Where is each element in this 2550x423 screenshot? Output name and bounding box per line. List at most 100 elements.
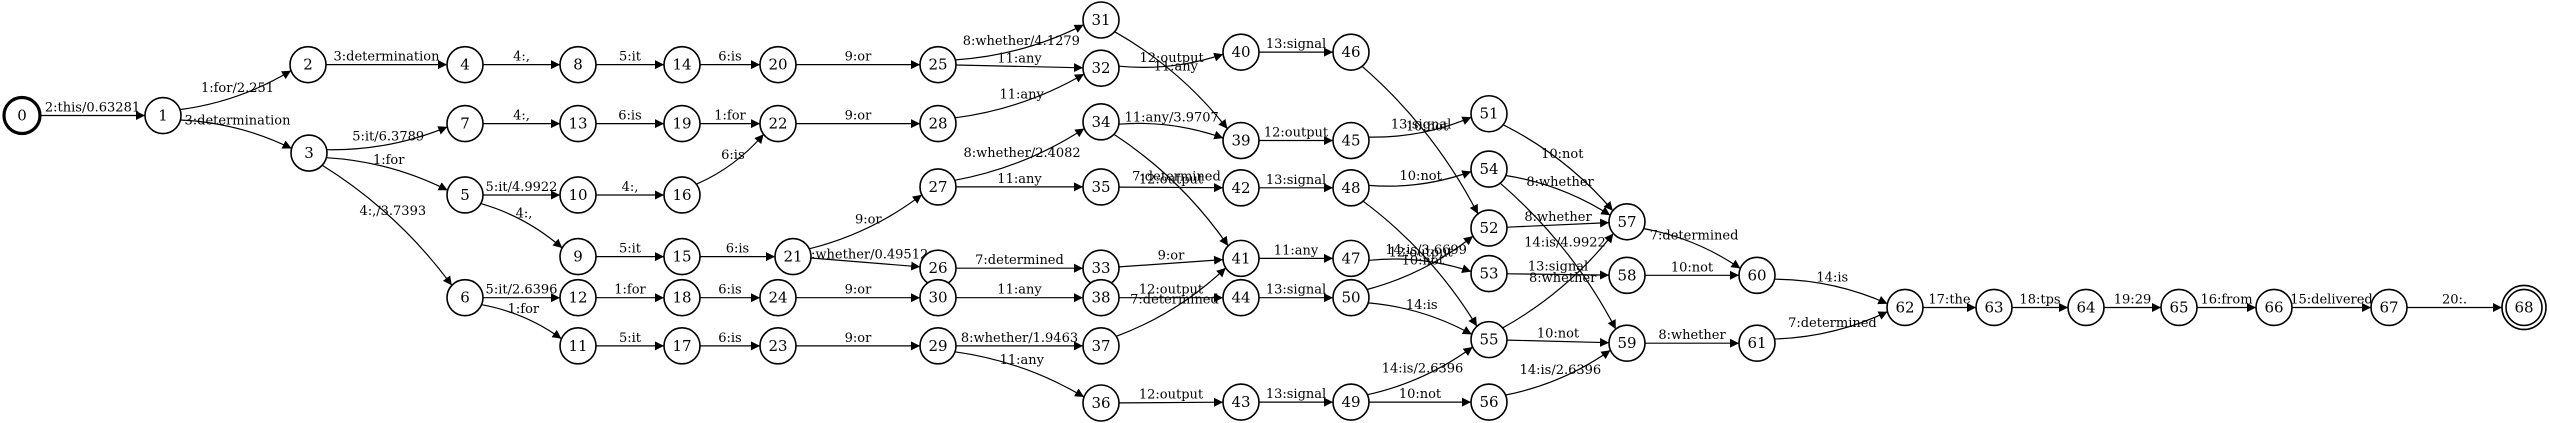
transition-label: 5:it — [619, 50, 642, 65]
transition-label: 12:output — [1139, 172, 1204, 187]
transition-label: 6:is — [618, 109, 641, 124]
transition-arrow — [696, 133, 765, 185]
transition-5-9: 4:, — [480, 203, 563, 249]
state-12: 12 — [559, 278, 597, 317]
transition-label: 4:, — [513, 50, 530, 65]
transition-label: 7:determined — [975, 253, 1064, 268]
transition-label: 13:signal — [1528, 259, 1588, 274]
state-10: 10 — [559, 176, 597, 214]
transition-label: 12:output — [1139, 283, 1204, 298]
transition-63-64: 18:tps — [2011, 293, 2068, 312]
transition-61-62: 7:determined — [1774, 311, 1888, 340]
transition-label: 6:is — [718, 331, 741, 346]
state-label: 28 — [928, 115, 947, 133]
state-circle — [1470, 94, 1508, 133]
transition-50-55: 14:is — [1368, 298, 1473, 335]
transition-label: 8:whether/0.49512 — [803, 247, 929, 262]
transition-label: 8:whether/2.4082 — [963, 146, 1080, 161]
state-30: 30 — [919, 278, 957, 317]
transition-48-54: 10:not — [1368, 169, 1472, 187]
transition-label: 8:whether — [1524, 210, 1592, 225]
state-circle — [1332, 383, 1370, 421]
transition-54-57: 8:whether — [1505, 175, 1611, 216]
transition-label: 8:whether — [1529, 271, 1597, 286]
transition-arrow — [809, 194, 923, 250]
transition-arrow — [1118, 122, 1224, 140]
transition-arrow — [1367, 346, 1473, 396]
state-60: 60 — [1738, 256, 1776, 295]
transition-label: 1:for/2.251 — [201, 81, 274, 96]
state-45: 45 — [1332, 121, 1370, 160]
state-label: 4 — [460, 56, 470, 74]
state-circle — [1222, 33, 1260, 71]
transition-arrow — [1774, 311, 1888, 340]
transition-27-34: 8:whether/2.4082 — [954, 127, 1085, 181]
transition-arrow — [954, 351, 1085, 398]
transition-label: 1:for — [508, 302, 540, 317]
state-circle — [559, 278, 597, 317]
state-67: 67 — [2370, 288, 2408, 327]
state-label: 63 — [1984, 298, 2003, 316]
state-circle — [2, 95, 42, 136]
transition-label: 14:is/2.6396 — [1382, 361, 1464, 376]
state-4: 4 — [446, 45, 484, 84]
state-label: 68 — [2514, 298, 2533, 316]
state-circle — [663, 278, 701, 317]
state-circle — [2160, 288, 2198, 327]
transition-label: 12:output — [1139, 51, 1204, 66]
transition-65-66: 16:from — [2196, 293, 2256, 312]
transition-59-61: 8:whether — [1645, 328, 1739, 348]
state-label: 2 — [303, 56, 313, 74]
transition-label: 9:or — [845, 331, 872, 346]
state-36: 36 — [1082, 384, 1120, 422]
state-circle — [1470, 209, 1508, 247]
transition-label: 13:signal — [1391, 118, 1451, 133]
state-circle — [559, 327, 597, 365]
state-label: 31 — [1091, 11, 1110, 29]
transition-arrow — [1362, 200, 1478, 327]
transition-arrow — [1774, 278, 1888, 305]
transition-3-7: 5:it/6.3789 — [326, 126, 448, 151]
transition-label: 10:not — [1671, 260, 1714, 275]
state-label: 49 — [1341, 393, 1360, 411]
state-circle — [1082, 49, 1120, 88]
state-59: 59 — [1608, 324, 1646, 362]
state-circle — [1082, 168, 1120, 206]
transition-43-49: 13:signal — [1258, 387, 1333, 407]
transition-37-41: 7:determined — [1116, 267, 1227, 337]
state-42: 42 — [1222, 169, 1260, 207]
transition-13-19: 6:is — [596, 109, 664, 129]
transition-57-60: 7:determined — [1643, 228, 1741, 269]
transition-17-23: 6:is — [700, 331, 760, 351]
state-41: 41 — [1222, 239, 1260, 278]
transition-3-5: 1:for — [326, 153, 448, 191]
transition-label: 11:any — [1000, 87, 1045, 102]
state-27: 27 — [919, 168, 957, 206]
transition-21-26: 8:whether/0.49512 — [803, 247, 929, 271]
transition-label: 4:, — [516, 206, 533, 221]
state-label: 13 — [568, 115, 587, 133]
transition-label: 18:tps — [2019, 293, 2060, 308]
transition-label: 8:whether/1.9463 — [961, 331, 1078, 346]
transition-2-4: 3:determination — [326, 50, 447, 70]
state-label: 17 — [672, 337, 691, 355]
transition-arrow — [1368, 170, 1472, 187]
state-6: 6 — [446, 278, 484, 317]
state-label: 6 — [460, 289, 470, 307]
transition-label: 16:from — [2200, 293, 2252, 308]
state-label: 59 — [1617, 334, 1636, 352]
edge-layer: 2:this/0.632811:for/2.2513:determination… — [40, 24, 2502, 407]
state-label: 37 — [1091, 337, 1110, 355]
state-68: 68 — [2501, 284, 2547, 331]
transition-label: 7:determined — [1130, 293, 1219, 308]
state-62: 62 — [1886, 288, 1924, 327]
transition-label: 15:delivered — [2290, 293, 2373, 308]
transition-25-31: 8:whether/4.1279 — [955, 24, 1084, 61]
transition-label: 8:whether/4.1279 — [963, 34, 1080, 49]
state-label: 64 — [2076, 298, 2095, 316]
state-circle — [446, 176, 484, 214]
transition-label: 11:any — [997, 172, 1042, 187]
transition-18-24: 6:is — [699, 283, 760, 303]
state-label: 1 — [158, 107, 168, 125]
state-label: 30 — [928, 289, 947, 307]
